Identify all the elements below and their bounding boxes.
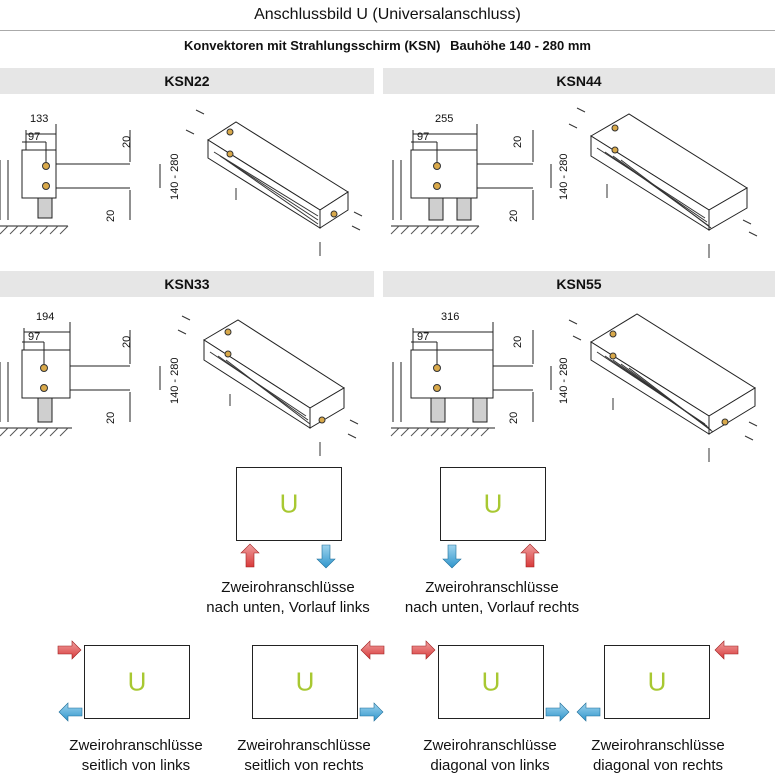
caption-scheme-4: Zweirohranschlüsse seitlich von rechts bbox=[214, 736, 394, 776]
technical-drawing-ksn33: 194 97 20 20 140 - 280 bbox=[0, 302, 374, 462]
model-header-ksn22: KSN22 bbox=[0, 68, 374, 94]
bottom-dim-ksn33: 20 bbox=[105, 412, 117, 424]
caption-line1: Zweirohranschlüsse bbox=[423, 737, 557, 754]
caption-scheme-1: Zweirohranschlüsse nach unten, Vorlauf l… bbox=[188, 578, 388, 618]
caption-line2: diagonal von rechts bbox=[592, 757, 724, 774]
supply-arrow-right bbox=[57, 640, 82, 660]
caption-scheme-2: Zweirohranschlüsse nach unten, Vorlauf r… bbox=[392, 578, 592, 618]
connection-scheme-6: U bbox=[604, 645, 710, 719]
scheme-letter: U bbox=[279, 488, 299, 519]
scheme-letter: U bbox=[647, 666, 667, 697]
return-arrow-right bbox=[545, 702, 570, 722]
top-dim-ksn44: 20 bbox=[512, 136, 524, 148]
supply-arrow-up bbox=[520, 543, 540, 568]
height-dim-ksn33: 140 - 280 bbox=[169, 358, 181, 404]
width-dim-ksn22: 133 bbox=[30, 113, 48, 125]
height-dim-ksn44: 140 - 280 bbox=[558, 154, 570, 200]
height-dim-ksn22: 140 - 280 bbox=[169, 154, 181, 200]
page-title: Anschlussbild U (Universalanschluss) bbox=[0, 0, 775, 31]
return-arrow-left bbox=[576, 702, 601, 722]
connection-scheme-5: U bbox=[438, 645, 544, 719]
height-range-text: Bauhöhe 140 - 280 mm bbox=[450, 38, 591, 53]
top-dim-ksn22: 20 bbox=[121, 136, 133, 148]
caption-scheme-5: Zweirohranschlüsse diagonal von links bbox=[400, 736, 580, 776]
return-arrow-left bbox=[58, 702, 83, 722]
offset-dim-ksn22: 97 bbox=[28, 131, 40, 143]
caption-line1: Zweirohranschlüsse bbox=[69, 737, 203, 754]
offset-dim-ksn55: 97 bbox=[417, 331, 429, 343]
return-arrow-right bbox=[359, 702, 384, 722]
width-dim-ksn33: 194 bbox=[36, 311, 54, 323]
return-arrow-down bbox=[442, 544, 462, 569]
caption-line2: seitlich von rechts bbox=[244, 757, 364, 774]
supply-arrow-right bbox=[411, 640, 436, 660]
connection-scheme-4: U bbox=[252, 645, 358, 719]
caption-scheme-6: Zweirohranschlüsse diagonal von rechts bbox=[568, 736, 748, 776]
caption-line2: nach unten, Vorlauf links bbox=[206, 599, 370, 616]
scheme-letter: U bbox=[295, 666, 315, 697]
top-dim-ksn55: 20 bbox=[512, 336, 524, 348]
bottom-dim-ksn44: 20 bbox=[508, 210, 520, 222]
technical-drawing-ksn44: 255 97 20 20 140 - 280 bbox=[383, 100, 775, 260]
supply-arrow-left bbox=[714, 640, 739, 660]
height-dim-ksn55: 140 - 280 bbox=[558, 358, 570, 404]
offset-dim-ksn33: 97 bbox=[28, 331, 40, 343]
model-header-ksn55: KSN55 bbox=[383, 271, 775, 297]
model-header-ksn33: KSN33 bbox=[0, 271, 374, 297]
width-dim-ksn55: 316 bbox=[441, 311, 459, 323]
connection-scheme-1: U bbox=[236, 467, 342, 541]
top-dim-ksn33: 20 bbox=[121, 336, 133, 348]
caption-line1: Zweirohranschlüsse bbox=[221, 579, 355, 596]
supply-arrow-up bbox=[240, 543, 260, 568]
connection-scheme-2: U bbox=[440, 467, 546, 541]
bottom-dim-ksn55: 20 bbox=[508, 412, 520, 424]
page-subtitle: Konvektoren mit Strahlungsschirm (KSN) B… bbox=[0, 38, 775, 53]
subtitle-text: Konvektoren mit Strahlungsschirm (KSN) bbox=[184, 38, 441, 53]
bottom-dim-ksn22: 20 bbox=[105, 210, 117, 222]
technical-drawing-ksn22: 133 97 20 20 140 - 280 bbox=[0, 100, 374, 260]
caption-line1: Zweirohranschlüsse bbox=[237, 737, 371, 754]
connection-scheme-3: U bbox=[84, 645, 190, 719]
caption-line2: seitlich von links bbox=[81, 757, 191, 774]
scheme-letter: U bbox=[483, 488, 503, 519]
technical-drawing-ksn55: 316 97 20 20 140 - 280 bbox=[383, 302, 775, 462]
scheme-letter: U bbox=[481, 666, 501, 697]
offset-dim-ksn44: 97 bbox=[417, 131, 429, 143]
supply-arrow-left bbox=[360, 640, 385, 660]
caption-scheme-3: Zweirohranschlüsse seitlich von links bbox=[46, 736, 226, 776]
return-arrow-down bbox=[316, 544, 336, 569]
scheme-letter: U bbox=[127, 666, 147, 697]
caption-line1: Zweirohranschlüsse bbox=[591, 737, 725, 754]
width-dim-ksn44: 255 bbox=[435, 113, 453, 125]
model-header-ksn44: KSN44 bbox=[383, 68, 775, 94]
caption-line2: diagonal von links bbox=[430, 757, 550, 774]
caption-line1: Zweirohranschlüsse bbox=[425, 579, 559, 596]
caption-line2: nach unten, Vorlauf rechts bbox=[404, 599, 580, 616]
